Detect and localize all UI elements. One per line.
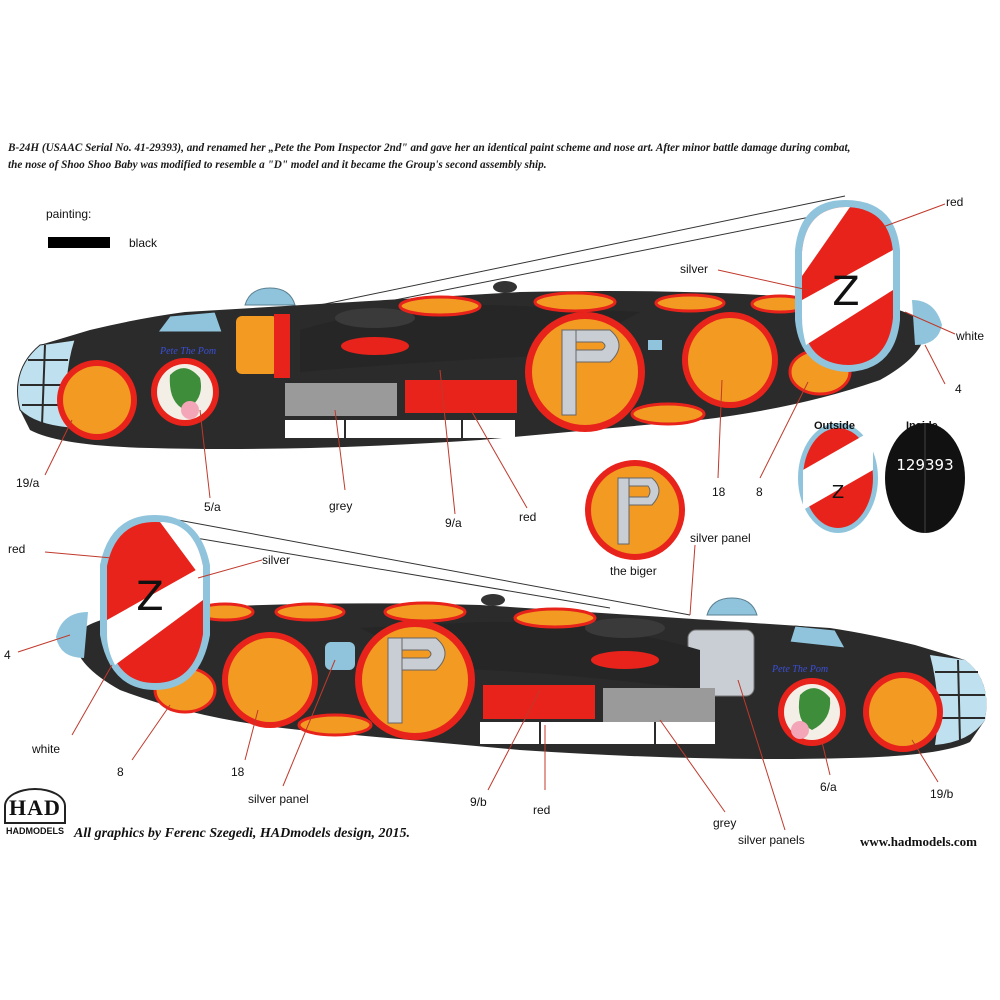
serial-number: 129393	[896, 456, 953, 474]
black-swatch-label: black	[129, 236, 158, 250]
bottom-aircraft: Pete The Pom Z	[17, 515, 987, 831]
bottom-label-8: 8	[117, 765, 124, 779]
top-tail-letter: Z	[832, 269, 859, 315]
bottom-label-6a: 6/a	[820, 780, 837, 794]
caption: B-24H (USAAC Serial No. 41-29393), and r…	[8, 140, 993, 174]
black-swatch	[48, 237, 110, 248]
biger-label: the biger	[610, 564, 657, 578]
top-label-8: 8	[756, 485, 763, 499]
bottom-label-silver-panel: silver panel	[248, 792, 309, 806]
caption-line-2: the nose of Shoo Shoo Baby was modified …	[8, 159, 547, 171]
top-label-9a: 9/a	[445, 516, 462, 530]
top-label-red-2: red	[519, 510, 537, 524]
logo-name: HADMODELS	[6, 826, 64, 836]
bottom-label-19b: 19/b	[930, 787, 954, 801]
tail-insets: Z 129393	[585, 423, 965, 560]
bottom-label-18: 18	[231, 765, 245, 779]
bottom-label-4: 4	[4, 648, 11, 662]
top-label-white: white	[956, 329, 985, 343]
inset-inside-label: Inside	[906, 420, 938, 432]
inset-outside-label: Outside	[814, 420, 855, 432]
bottom-label-grey: grey	[713, 816, 737, 830]
bottom-label-silver-panels: silver panels	[738, 833, 805, 847]
painting-title: painting:	[46, 207, 92, 221]
bottom-label-red: red	[8, 542, 26, 556]
svg-text:Pete The Pom: Pete The Pom	[159, 346, 216, 357]
top-label-4: 4	[955, 382, 962, 396]
inset-outside-letter: Z	[832, 482, 844, 503]
top-label-5a: 5/a	[204, 500, 221, 514]
top-silver-panel-label: silver panel	[690, 531, 751, 545]
logo-mark: HAD	[4, 788, 66, 824]
hadmodels-logo: HAD HADMODELS	[4, 788, 66, 836]
bottom-tail-letter: Z	[136, 574, 163, 620]
top-label-18: 18	[712, 485, 726, 499]
bottom-label-silver: silver	[262, 553, 291, 567]
top-label-silver: silver	[680, 262, 709, 276]
bottom-label-9b: 9/b	[470, 795, 487, 809]
top-label-grey: grey	[329, 499, 353, 513]
caption-line-1: B-24H (USAAC Serial No. 41-29393), and r…	[8, 142, 851, 154]
top-label-19a: 19/a	[16, 476, 40, 490]
top-aircraft: Pete The Pom Z	[17, 195, 956, 515]
top-label-red: red	[946, 195, 964, 209]
bottom-label-white: white	[32, 742, 61, 756]
bottom-label-red-2: red	[533, 803, 551, 817]
svg-text:Pete The Pom: Pete The Pom	[771, 664, 828, 675]
website-link[interactable]: www.hadmodels.com	[860, 834, 978, 849]
credit-text: All graphics by Ferenc Szegedi, HADmodel…	[74, 826, 410, 841]
